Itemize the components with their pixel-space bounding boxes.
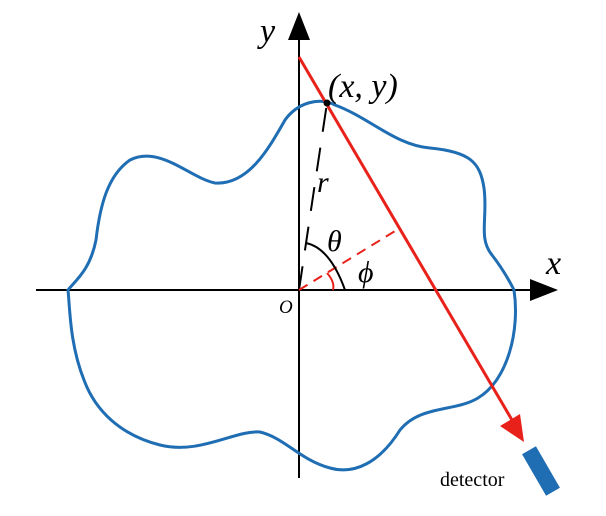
projection-ray (297, 56, 514, 421)
object-boundary-curve (66, 99, 517, 472)
projection-ray-arrowhead (500, 414, 524, 442)
theta-arc (305, 242, 346, 291)
y-axis-label: y (257, 13, 276, 50)
y-axis-arrowhead (288, 12, 310, 40)
x-axis-arrowhead (530, 279, 558, 301)
phi-label: ϕ (358, 256, 374, 289)
detector-block (522, 446, 560, 496)
detector-label: detector (440, 469, 505, 491)
phi-arc (326, 272, 335, 291)
phi-guide-line (298, 227, 401, 291)
x-axis (36, 279, 558, 301)
y-axis (288, 12, 310, 478)
radius-label: r (317, 166, 329, 199)
theta-label: θ (327, 225, 342, 258)
x-axis-label: x (545, 245, 561, 282)
point-marker (323, 99, 331, 107)
point-label: (x, y) (328, 68, 398, 105)
origin-label: O (279, 297, 293, 318)
radius-line (298, 102, 328, 291)
